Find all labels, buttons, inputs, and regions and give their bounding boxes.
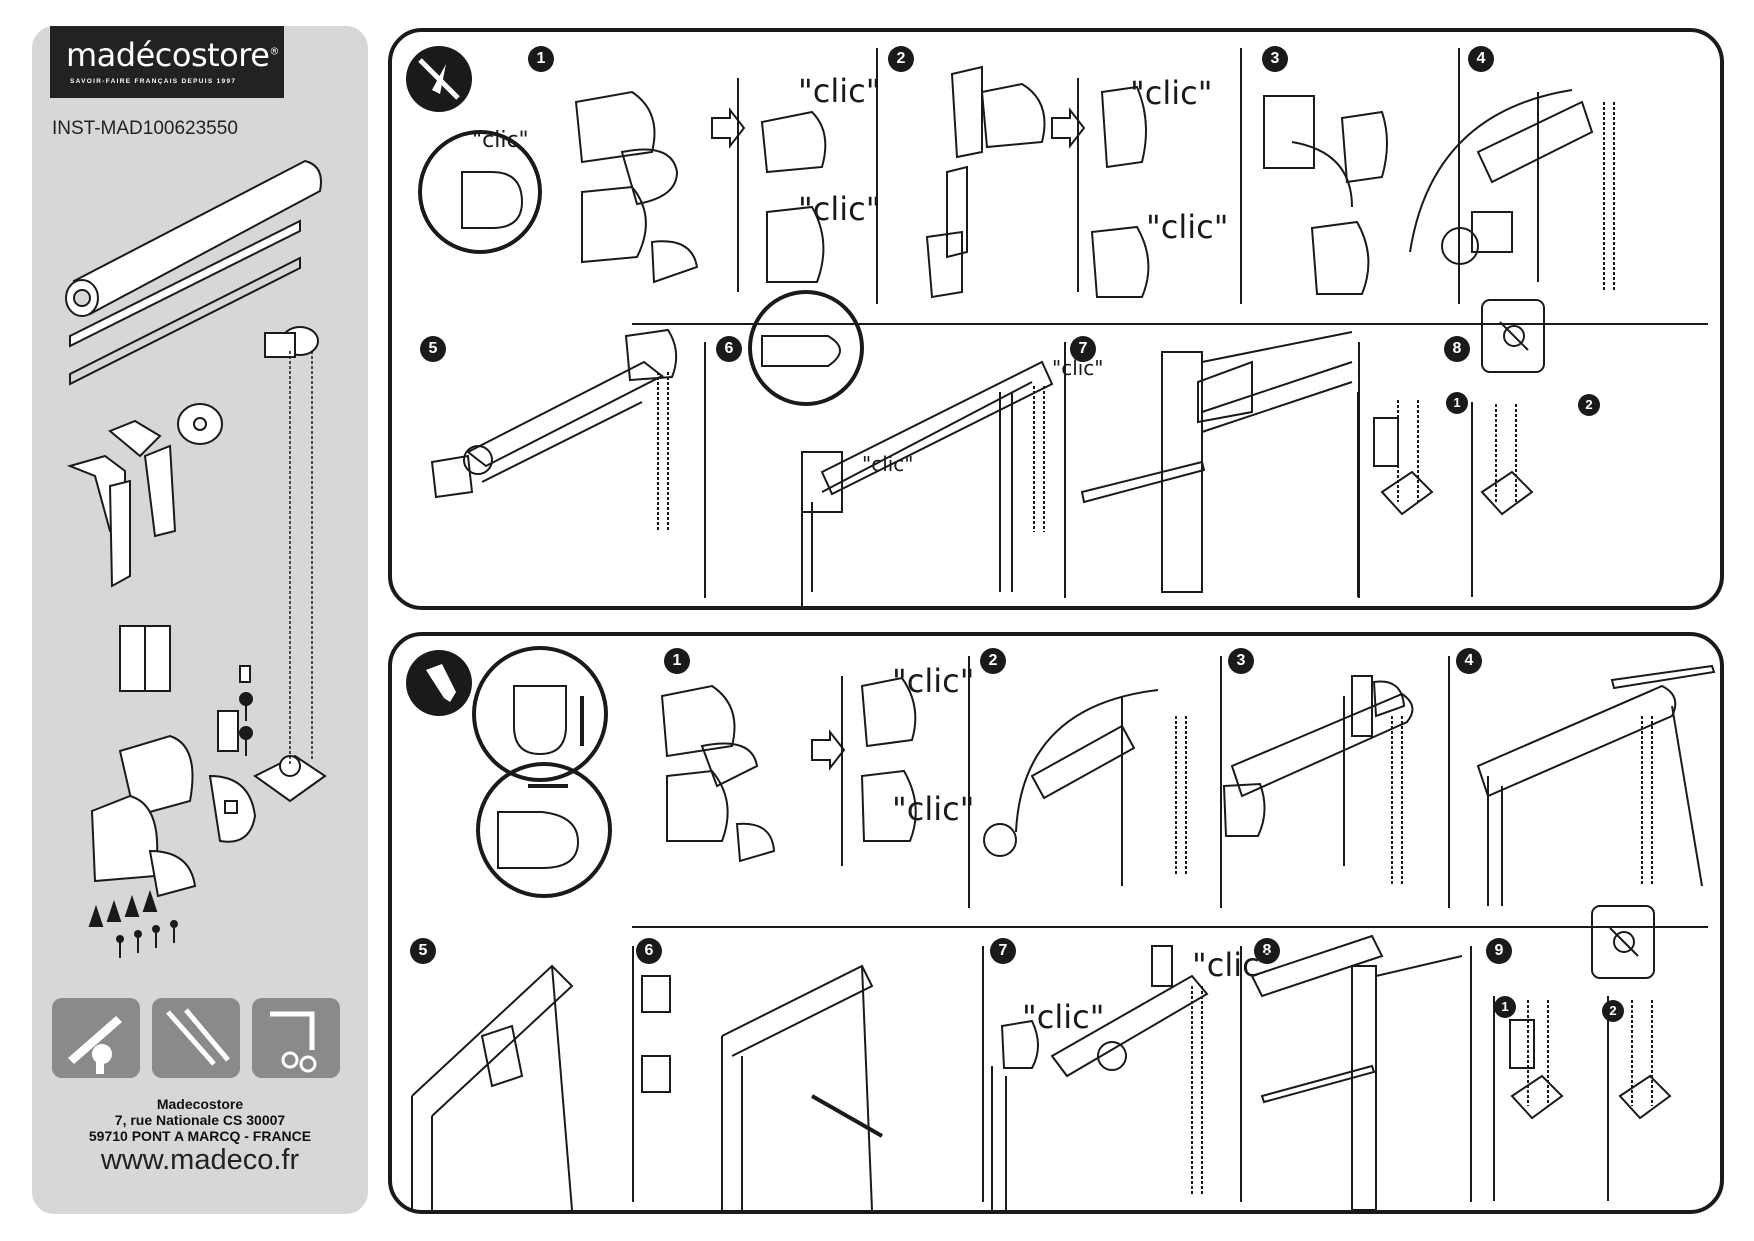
no-drill-icon (406, 46, 472, 112)
step-2-badge: 2 (980, 648, 1006, 674)
row-divider (632, 323, 1708, 325)
step-divider (704, 342, 706, 598)
step-7-badge: 7 (1070, 336, 1096, 362)
brand-logo: madécostore® SAVOIR-FAIRE FRANÇAIS DEPUI… (50, 26, 284, 98)
saw-and-scissors-icon (252, 998, 340, 1078)
step-divider (1448, 656, 1450, 908)
substep-1-badge: 1 (1494, 996, 1516, 1018)
no-drill-steps-illustration (418, 65, 1615, 606)
step-3-badge: 3 (1262, 46, 1288, 72)
step-divider (1220, 656, 1222, 908)
screwdrivers-icon (152, 998, 240, 1078)
address-block: Madecostore 7, rue Nationale CS 30007 59… (32, 1096, 368, 1144)
level-and-drill-icon (52, 998, 140, 1078)
step-3-badge: 3 (1228, 648, 1254, 674)
panel-drill: 1 2 3 4 5 6 7 8 9 1 2 "clic" "clic" "cli… (388, 632, 1724, 1214)
clic-label: "clic" (1146, 208, 1229, 246)
substep-2-badge: 2 (1578, 394, 1600, 416)
step-1-badge: 1 (528, 46, 554, 72)
step-divider (968, 656, 970, 908)
sidebar: madécostore® SAVOIR-FAIRE FRANÇAIS DEPUI… (32, 26, 368, 1214)
screw-icon (406, 650, 472, 716)
step-4-badge: 4 (1456, 648, 1482, 674)
substep-1-badge: 1 (1446, 392, 1468, 414)
step-divider (1064, 342, 1066, 598)
website-link[interactable]: www.madeco.fr (100, 1144, 300, 1176)
clic-label: "clic" (862, 452, 914, 476)
panel-no-drill: 1 2 3 4 5 6 7 8 1 2 "clic" "clic" "clic"… (388, 28, 1724, 610)
brand-name: madécostore® (66, 36, 279, 74)
row-divider (632, 926, 1708, 928)
address-company: Madecostore (156, 1096, 244, 1112)
step-5-badge: 5 (420, 336, 446, 362)
step-divider (1240, 48, 1242, 304)
step-4-badge: 4 (1468, 46, 1494, 72)
step-divider (632, 946, 634, 1202)
address-street: 7, rue Nationale CS 30007 (114, 1112, 286, 1128)
drill-steps-illustration (411, 646, 1716, 1211)
step-6-badge: 6 (716, 336, 742, 362)
clic-label: "clic" (1052, 356, 1104, 380)
reference-code: INST-MAD100623550 (52, 118, 238, 139)
parts-kit-illustration (65, 159, 327, 958)
clic-label: "clic" (798, 190, 881, 228)
step-divider (1240, 946, 1242, 1202)
step-8-badge: 8 (1444, 336, 1470, 362)
clic-label: "clic" (798, 72, 881, 110)
address-city: 59710 PONT A MARCQ - FRANCE (88, 1128, 312, 1144)
step-2-badge: 2 (888, 46, 914, 72)
step-divider (982, 946, 984, 1202)
step-5-badge: 5 (410, 938, 436, 964)
step-divider (1458, 48, 1460, 304)
step-7-badge: 7 (990, 938, 1016, 964)
clic-label: "clic" (892, 662, 975, 700)
clic-label: "clic" (1192, 946, 1275, 984)
step-9-badge: 9 (1486, 938, 1512, 964)
step-8-badge: 8 (1254, 938, 1280, 964)
step-6-badge: 6 (636, 938, 662, 964)
step-divider (876, 48, 878, 304)
step-divider (1470, 946, 1472, 1202)
step-1-badge: 1 (664, 648, 690, 674)
brand-tagline: SAVOIR-FAIRE FRANÇAIS DEPUIS 1997 (70, 78, 237, 85)
clic-label: "clic" (892, 790, 975, 828)
